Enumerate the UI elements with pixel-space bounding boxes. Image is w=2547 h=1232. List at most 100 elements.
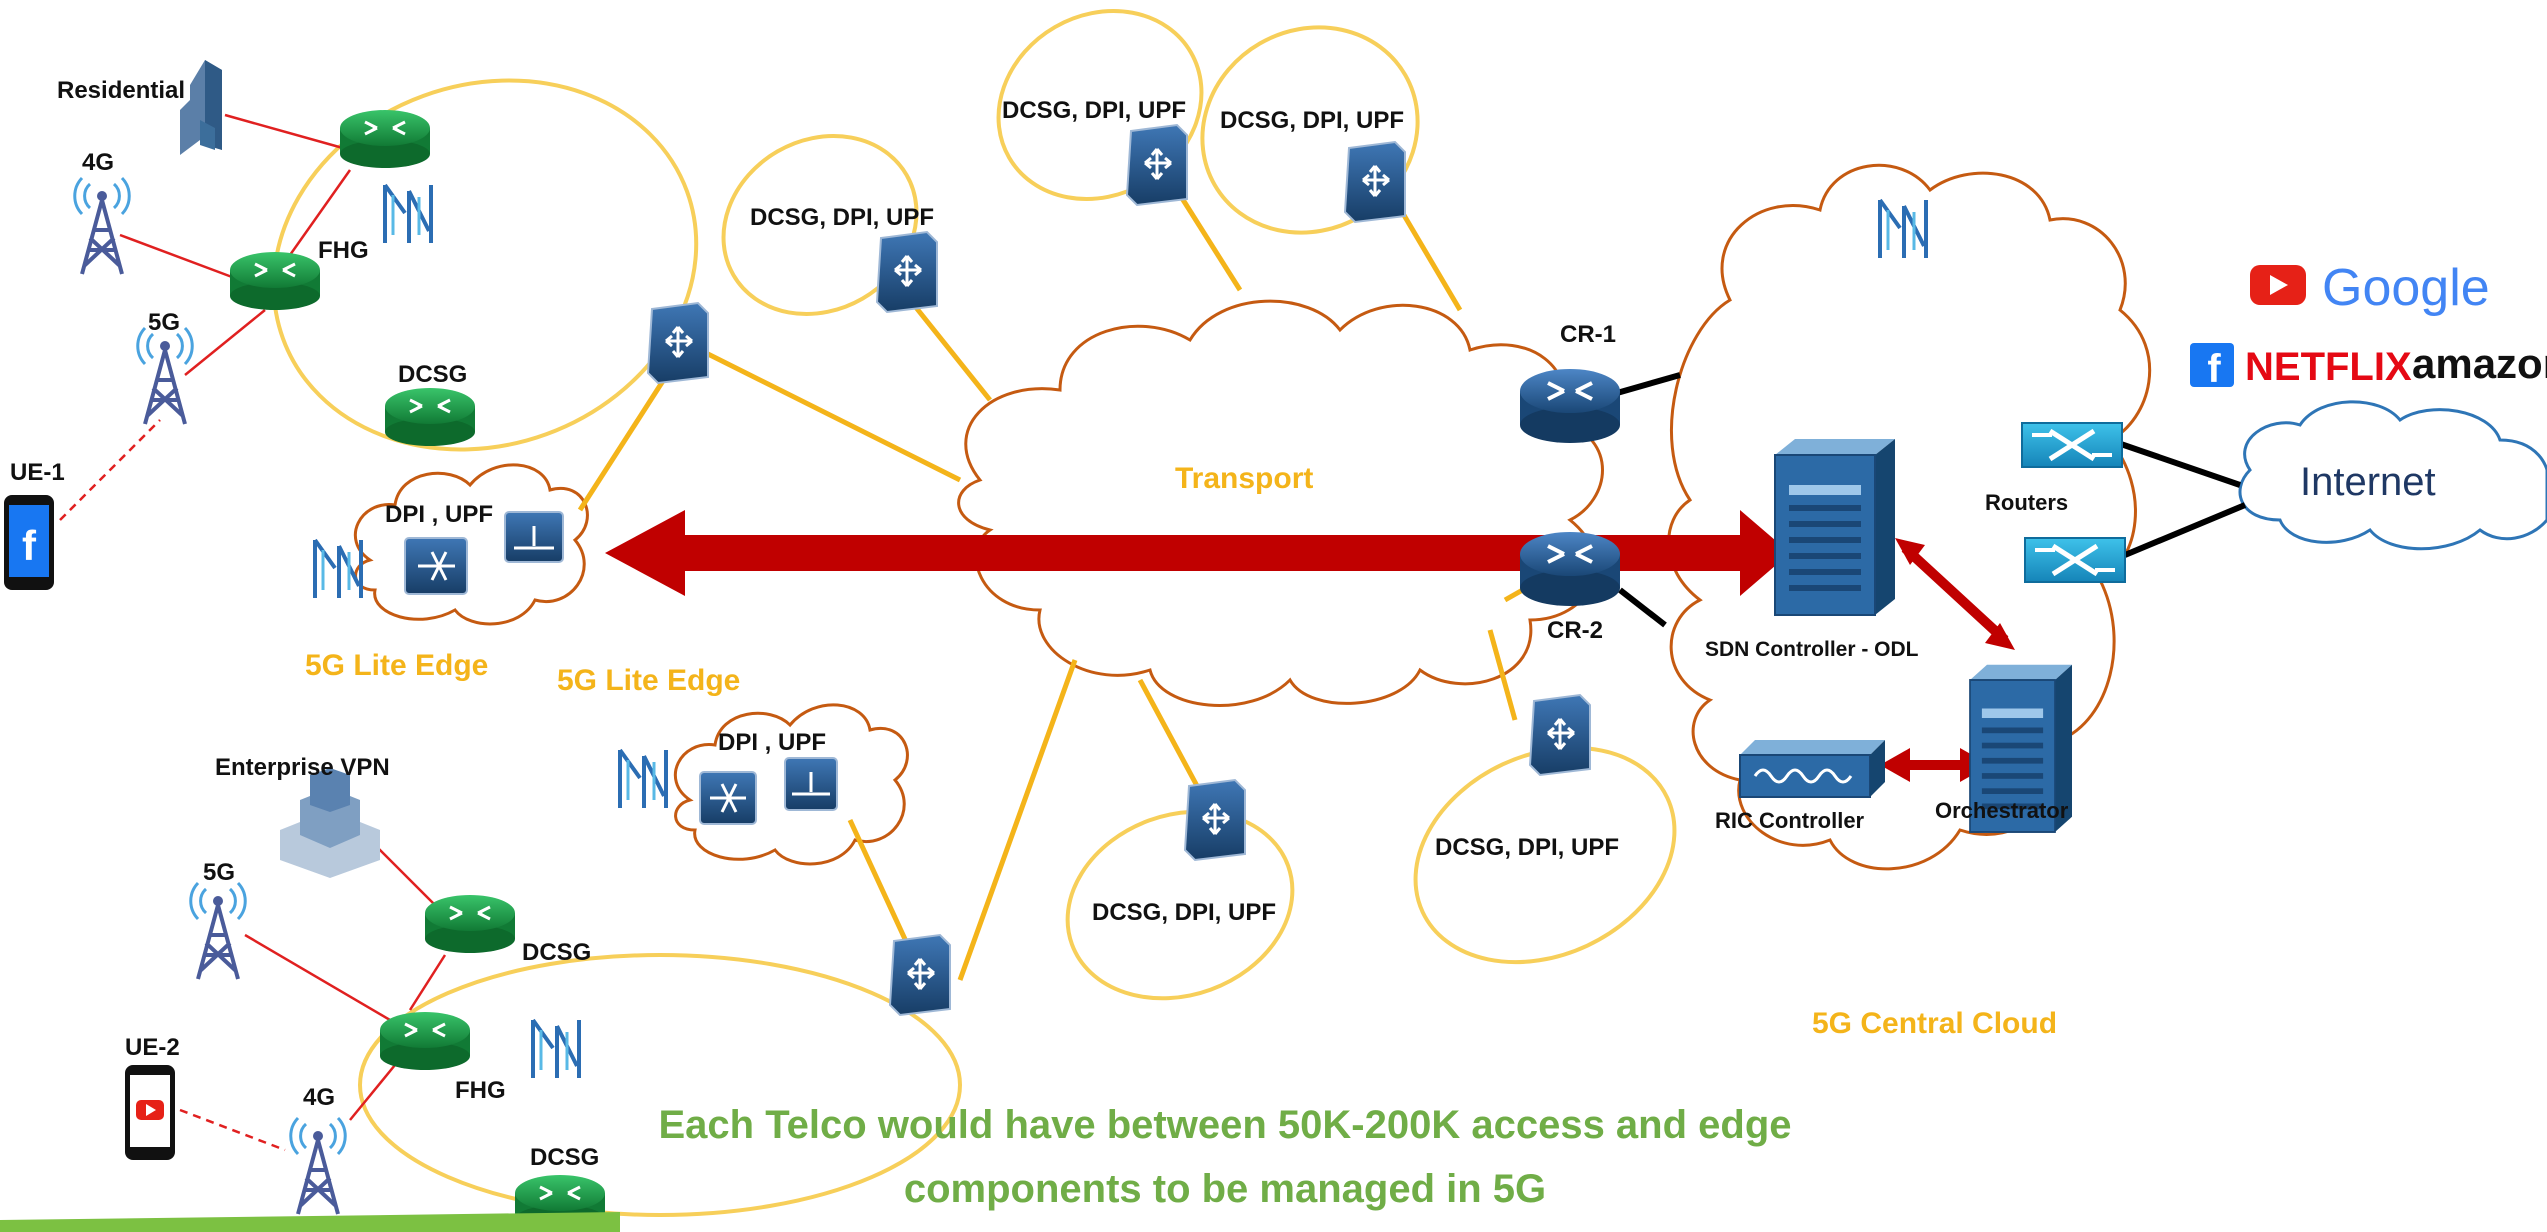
5g-tower-top-icon — [135, 326, 195, 426]
lite-edge-2-label: 5G Lite Edge — [557, 664, 740, 697]
ue1-label: UE-1 — [10, 459, 65, 486]
niral-logo-bottom-icon — [531, 1018, 581, 1080]
sdn-reach-arrow — [605, 510, 1790, 596]
internet-cloud — [2238, 400, 2547, 551]
ric-controller-icon — [1739, 740, 1885, 798]
upf-box-mid-icon — [784, 757, 838, 811]
netflix-label: NETFLIX — [2245, 345, 2412, 389]
ue2-label: UE-2 — [125, 1034, 180, 1061]
transport-cloud — [957, 299, 1604, 707]
link-ue2 — [179, 1108, 286, 1152]
dpi-upf-mid-label: DPI , UPF — [718, 729, 826, 756]
niral-logo-top-icon — [383, 183, 433, 245]
internet-router-1-icon — [2022, 423, 2122, 467]
ring-e — [1065, 809, 1295, 1001]
internet-label: Internet — [2300, 460, 2436, 504]
youtube-icon — [2250, 265, 2306, 305]
fhg-bottom-label: FHG — [455, 1077, 506, 1104]
ric-controller-label: RIC Controller — [1715, 808, 1865, 833]
facebook-icon: f — [2190, 343, 2234, 391]
fhg-router-bottom-icon — [378, 1010, 472, 1072]
orchestrator-label: Orchestrator — [1935, 798, 2069, 823]
link-residential — [224, 113, 351, 152]
4g-tower-bottom-icon — [288, 1116, 348, 1216]
switch-ringd-icon — [1528, 693, 1592, 777]
link-edge1-switch — [577, 368, 673, 512]
link-5g-fhg — [184, 309, 266, 376]
dcsg-router-top-icon — [383, 386, 477, 448]
5g-tower-bottom-icon — [188, 881, 248, 981]
link-edge2-switch — [847, 818, 913, 952]
svg-text:f: f — [2207, 347, 2221, 391]
central-cloud-label: 5G Central Cloud — [1812, 1007, 2057, 1040]
cr1-label: CR-1 — [1560, 321, 1616, 348]
access-ring-top — [271, 78, 699, 452]
link-cr2-central — [1618, 587, 1667, 628]
switch-ringbottom-icon — [888, 933, 952, 1017]
internet-router-2-icon — [2025, 538, 2125, 582]
switch-ringa-icon — [875, 230, 939, 314]
access-ring-bottom — [358, 953, 962, 1217]
cr2-label: CR-2 — [1547, 617, 1603, 644]
link-ue1 — [59, 419, 161, 521]
caption-line-2: components to be managed in 5G — [904, 1167, 1546, 1211]
link-fhg-router — [288, 169, 352, 256]
switch-ringc-icon — [1343, 140, 1407, 224]
4g-tower-top-icon — [72, 176, 132, 276]
niral-logo-edge1-icon — [313, 538, 363, 600]
niral-logo-edge2-icon — [618, 748, 668, 810]
upf-box-left-icon — [504, 511, 564, 563]
link-4g-fhg — [119, 233, 241, 282]
dpi-box-left-icon — [404, 537, 468, 595]
link-ringbottom-transport — [957, 659, 1078, 981]
link-ringb-transport — [1177, 193, 1243, 292]
enterprise-building-icon — [280, 768, 380, 878]
cr2-core-router-icon — [1518, 530, 1622, 608]
caption-line-1: Each Telco would have between 50K-200K a… — [658, 1103, 1791, 1147]
sdn-controller-server-icon — [1774, 438, 1896, 616]
sdn-orchestrator-arrow — [1895, 538, 2015, 650]
link-router2-internet — [2123, 502, 2247, 558]
ring-a — [721, 134, 919, 316]
5g-top-label: 5G — [148, 309, 180, 336]
dcsg-b2-label: DCSG — [530, 1144, 599, 1171]
residential-building-icon — [180, 60, 222, 155]
link-fhg-dcsg-b — [408, 954, 447, 1011]
4g-bottom-label: 4G — [303, 1084, 335, 1111]
link-ringc-transport — [1392, 198, 1463, 312]
residential-label: Residential — [57, 77, 185, 104]
link-ringa-transport — [908, 298, 992, 402]
enterprise-vpn-label: Enterprise VPN — [215, 754, 390, 781]
link-5g-bottom — [244, 933, 391, 1022]
dpi-box-mid-icon — [699, 771, 757, 825]
ue1-phone-icon: f — [4, 495, 54, 590]
routers-label: Routers — [1985, 490, 2068, 515]
link-cr1-central — [1609, 372, 1681, 398]
ue2-phone-icon — [125, 1065, 175, 1160]
switch-ringb-icon — [1125, 123, 1189, 207]
ring-d-label: DCSG, DPI, UPF — [1435, 834, 1619, 861]
sdn-controller-label: SDN Controller - ODL — [1705, 638, 1919, 661]
switch-ringtop-icon — [646, 301, 710, 385]
5g-bottom-label: 5G — [203, 859, 235, 886]
residential-router-icon — [338, 108, 432, 170]
lite-edge-1-label: 5G Lite Edge — [305, 649, 488, 682]
fhg-top-label: FHG — [318, 237, 369, 264]
switch-ringe-icon — [1183, 778, 1247, 862]
ring-b-label: DCSG, DPI, UPF — [1002, 97, 1186, 124]
svg-text:f: f — [22, 522, 37, 569]
dcsg-top-label: DCSG — [398, 361, 467, 388]
cr1-core-router-icon — [1518, 367, 1622, 445]
ring-d — [1413, 745, 1677, 965]
bottom-accent-bar — [0, 1212, 620, 1232]
google-label: Google — [2322, 259, 2490, 317]
link-ringd-transport — [1487, 629, 1518, 721]
ring-c-label: DCSG, DPI, UPF — [1220, 107, 1404, 134]
link-ringtop-transport — [678, 337, 962, 483]
link-router1-internet — [2114, 439, 2241, 488]
dcsg-b1-label: DCSG — [522, 939, 591, 966]
4g-top-label: 4G — [82, 149, 114, 176]
dpi-upf-left-label: DPI , UPF — [385, 501, 493, 528]
ring-e-label: DCSG, DPI, UPF — [1092, 899, 1276, 926]
